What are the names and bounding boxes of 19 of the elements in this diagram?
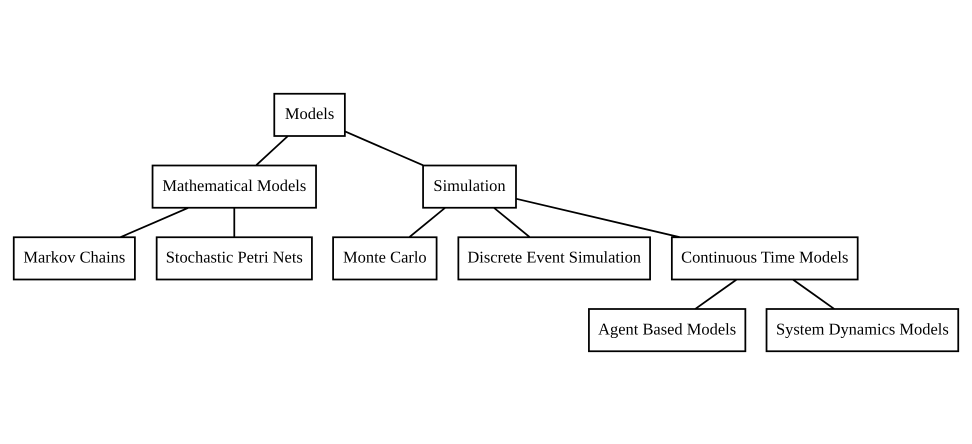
node-box: System Dynamics Models [766,308,960,352]
node-box: Stochastic Petri Nets [156,236,313,280]
node-box: Discrete Event Simulation [457,236,651,280]
connector [516,197,680,238]
node-box: Simulation [422,164,517,208]
connector [256,134,288,166]
connector [694,278,738,310]
connector [120,206,188,238]
node-box: Mathematical Models [152,164,317,208]
node-box: Monte Carlo [332,236,438,280]
connector [792,278,835,310]
connector [233,207,236,236]
node-box: Markov Chains [12,236,136,280]
node-box: Agent Based Models [588,308,746,352]
connector [493,206,530,238]
connector [409,206,446,238]
node-box: Models [273,92,346,136]
connector [344,130,424,166]
node-box: Continuous Time Models [670,236,859,280]
